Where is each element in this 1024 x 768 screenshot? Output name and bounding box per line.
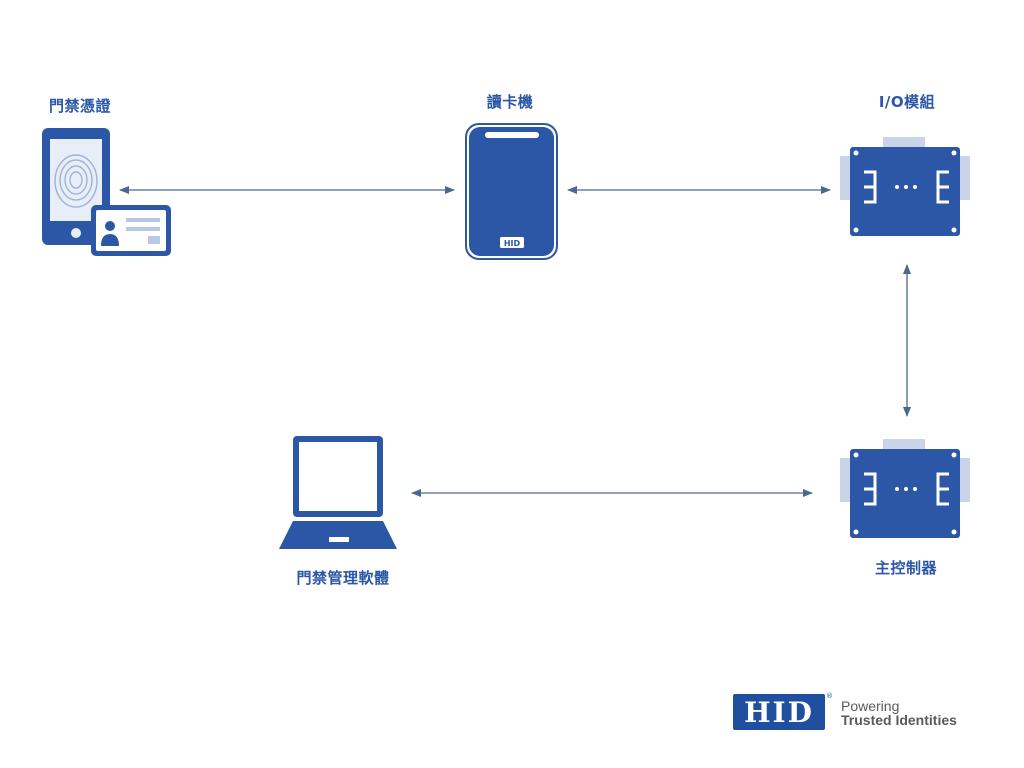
registered-mark: ® bbox=[826, 692, 833, 700]
reader-label: 讀卡機 bbox=[486, 93, 534, 111]
phone-fingerprint-and-id-card-icon bbox=[42, 128, 171, 256]
io-module-icon bbox=[840, 137, 970, 236]
io-module-label: I/O模組 bbox=[878, 93, 936, 111]
tagline-line-2: Trusted Identities bbox=[841, 712, 957, 728]
reader-brand-badge: HID bbox=[504, 239, 521, 248]
brand-logo-text: HID bbox=[744, 695, 814, 729]
laptop-icon bbox=[279, 436, 397, 549]
controller-label: 主控制器 bbox=[874, 559, 938, 577]
brand-logo: HID bbox=[733, 694, 825, 730]
credential-label: 門禁憑證 bbox=[48, 97, 112, 115]
card-reader-icon: HID bbox=[465, 123, 558, 260]
software-label: 門禁管理軟體 bbox=[296, 569, 390, 587]
tagline-line-1: Powering bbox=[841, 698, 900, 714]
controller-icon bbox=[840, 439, 970, 538]
